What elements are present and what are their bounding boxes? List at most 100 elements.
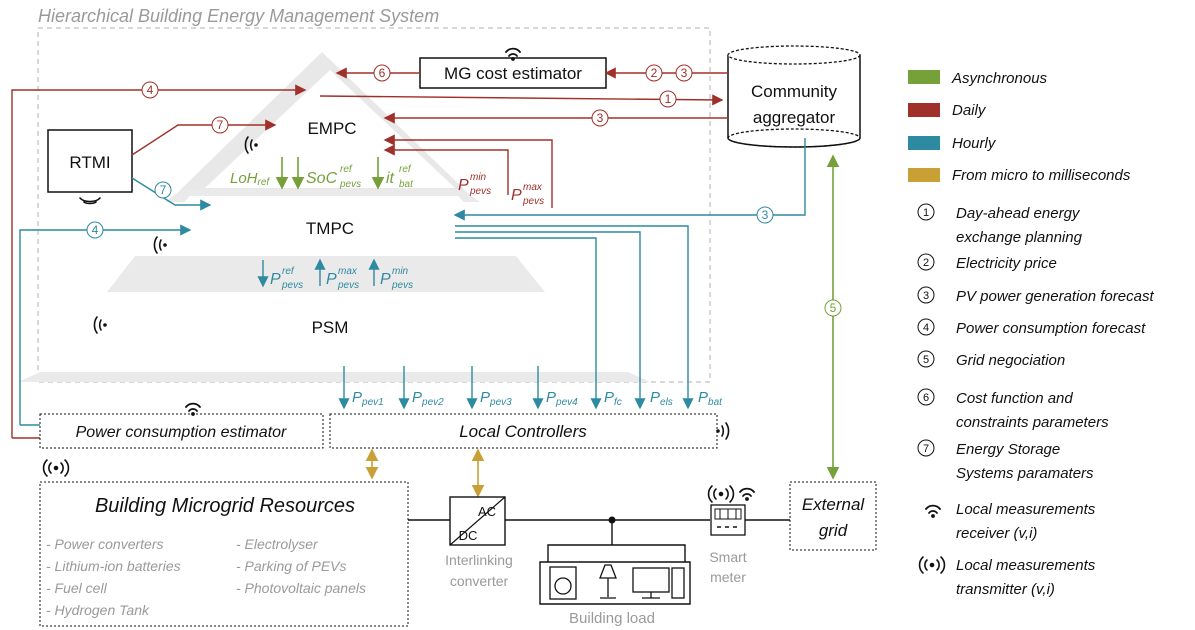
svg-text:PV power generation forecast: PV power generation forecast — [956, 288, 1154, 305]
svg-text:ref: ref — [340, 164, 353, 175]
control-pyramid — [18, 52, 650, 382]
mg-cost-estimator-label: MG cost estimator — [444, 64, 582, 83]
svg-text:- Lithium-ion batteries: - Lithium-ion batteries — [46, 558, 181, 574]
svg-text:Local measurements: Local measurements — [956, 557, 1096, 574]
svg-text:- Electrolyser: - Electrolyser — [236, 536, 319, 552]
wifi-receiver-icon — [505, 47, 521, 61]
svg-text:5: 5 — [923, 354, 929, 366]
marker-3-hourly: 3 — [756, 206, 774, 224]
svg-text:Asynchronous: Asynchronous — [951, 70, 1048, 87]
svg-text:- Power converters: - Power converters — [46, 536, 163, 552]
wifi-receiver-icon — [739, 487, 755, 501]
empc-label: EMPC — [307, 119, 356, 138]
svg-text:- Parking of PEVs: - Parking of PEVs — [236, 558, 347, 574]
local-controllers-box — [329, 413, 718, 449]
legend-numbers: 1 Day-ahead energy exchange planning 2 E… — [917, 203, 1154, 482]
svg-text:- Hydrogen Tank: - Hydrogen Tank — [46, 602, 150, 618]
tmpc-tier — [138, 196, 512, 252]
external-grid-box — [789, 481, 877, 551]
svg-text:P: P — [380, 271, 391, 288]
marker-7-hourly: 7 — [154, 181, 172, 199]
psm-label: PSM — [312, 318, 349, 337]
hourly-power-signals: P ref pevs P max pevs P min pevs Ppev1 P… — [270, 266, 723, 408]
svg-text:Grid negociation: Grid negociation — [956, 352, 1065, 369]
building-resources-box — [39, 481, 409, 627]
svg-text:From micro to milliseconds: From micro to milliseconds — [952, 167, 1131, 184]
svg-text:min: min — [470, 172, 487, 183]
svg-text:ref: ref — [399, 164, 412, 175]
marker-1-planning: 1 — [659, 90, 677, 108]
svg-text:2: 2 — [923, 257, 929, 269]
power-consumption-estimator-label: Power consumption estimator — [76, 424, 287, 441]
psm-tier — [40, 292, 628, 372]
svg-text:3: 3 — [597, 111, 604, 125]
marker-2-aggregator: 2 — [645, 64, 663, 82]
external-grid-label-2: grid — [819, 521, 848, 540]
smart-meter-label-1: Smart — [709, 549, 746, 565]
svg-text:Day-ahead energy: Day-ahead energy — [956, 205, 1081, 222]
svg-text:1: 1 — [665, 92, 672, 106]
svg-text:7: 7 — [923, 443, 929, 455]
arrow-rtmi-to-tmpc — [131, 177, 212, 211]
power-consumption-estimator-box — [39, 413, 324, 449]
svg-text:Systems paramaters: Systems paramaters — [956, 465, 1094, 482]
svg-text:P: P — [511, 187, 522, 204]
svg-text:max: max — [523, 182, 543, 193]
svg-text:pevs: pevs — [522, 196, 544, 207]
svg-text:ref: ref — [282, 266, 295, 277]
arrow-consumption-to-tmpc — [19, 224, 192, 425]
svg-text:Hourly: Hourly — [952, 135, 997, 152]
svg-text:- Photovoltaic panels: - Photovoltaic panels — [236, 580, 366, 596]
converter-label-2: converter — [450, 573, 509, 589]
legend-icons: Local measurements receiver (v,i) Local … — [956, 501, 1096, 598]
svg-text:4: 4 — [923, 322, 929, 334]
svg-text:3: 3 — [762, 208, 769, 222]
svg-text:pevs: pevs — [469, 186, 491, 197]
svg-text:pevs: pevs — [337, 280, 359, 291]
converter-label-1: Interlinking — [445, 552, 513, 568]
svg-text:Local measurements: Local measurements — [956, 501, 1096, 518]
tmpc-transmitter-icon — [153, 236, 167, 254]
arrow-consumption-to-empc — [11, 84, 307, 438]
svg-text:pevs: pevs — [281, 280, 303, 291]
svg-text:exchange planning: exchange planning — [956, 229, 1083, 246]
svg-text:receiver (v,i): receiver (v,i) — [956, 525, 1037, 542]
svg-text:Daily: Daily — [952, 102, 987, 119]
computer-icon — [632, 567, 685, 599]
svg-text:constraints parameters: constraints parameters — [956, 414, 1109, 431]
community-aggregator-label-1: Community — [751, 82, 837, 101]
pyramid-base — [18, 372, 650, 382]
building-resources-title: Building Microgrid Resources — [95, 495, 355, 517]
lamp-icon — [599, 564, 617, 599]
arrow-aggregator-to-tmpc — [453, 138, 806, 221]
legend-swatch-fast — [908, 168, 940, 182]
resources-transmitter-icon — [42, 459, 70, 477]
empc-tier — [205, 70, 455, 188]
svg-text:Ppev4: Ppev4 — [546, 389, 578, 408]
svg-text:Cost function and: Cost function and — [956, 390, 1073, 407]
legend-swatch-asynchronous — [908, 70, 940, 84]
svg-text:Electricity price: Electricity price — [956, 255, 1057, 272]
rtmi-label: RTMI — [69, 153, 110, 172]
marker-3-daily: 3 — [591, 109, 609, 127]
svg-text:transmitter (v,i): transmitter (v,i) — [956, 581, 1055, 598]
marker-4-daily: 4 — [141, 81, 159, 99]
mg-cost-estimator-box — [419, 57, 607, 89]
svg-text:Ppev2: Ppev2 — [412, 389, 444, 408]
wifi-receiver-icon — [185, 402, 201, 416]
resources-list: - Power converters - Lithium-ion batteri… — [46, 536, 366, 618]
svg-text:P: P — [326, 271, 337, 288]
svg-text:pevs: pevs — [339, 179, 361, 190]
svg-text:bat: bat — [399, 179, 414, 190]
building-load-box — [539, 561, 691, 605]
svg-text:Energy Storage: Energy Storage — [956, 441, 1060, 458]
svg-text:- Fuel cell: - Fuel cell — [46, 580, 108, 596]
smart-meter-label-2: meter — [710, 569, 746, 585]
converter-ac-label: AC — [478, 504, 496, 519]
arrow-pmax-to-empc — [383, 134, 553, 208]
empc-transmitter-icon — [244, 136, 258, 154]
arrow-rtmi-to-empc — [131, 119, 277, 156]
legend-swatch-daily — [908, 103, 940, 117]
tmpc-label: TMPC — [306, 219, 354, 238]
